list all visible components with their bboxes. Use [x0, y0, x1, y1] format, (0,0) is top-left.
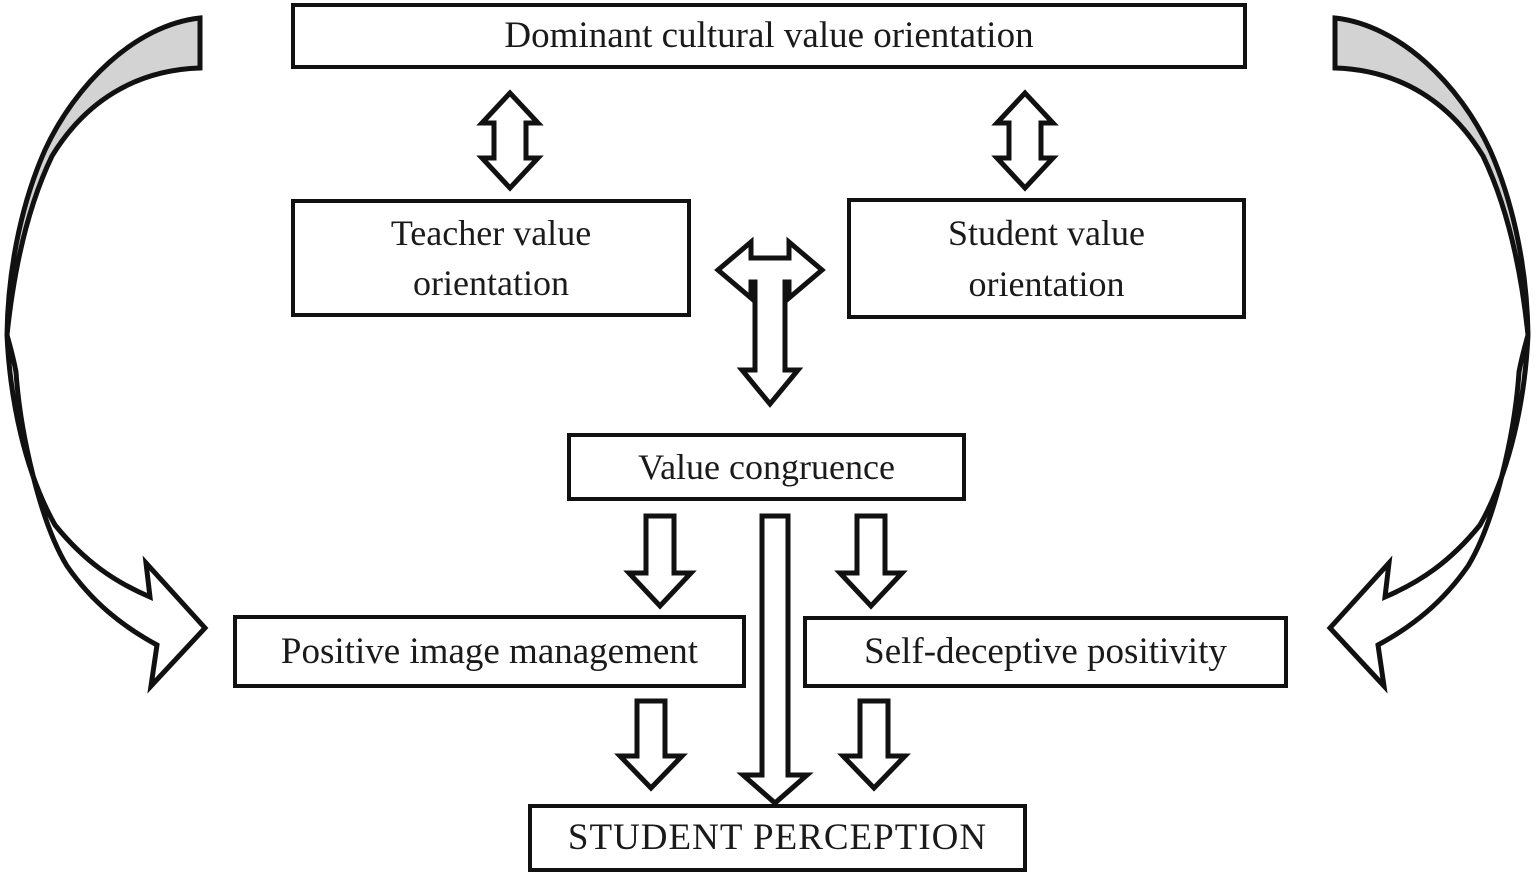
curved-arrow-left — [4, 15, 209, 694]
box-dominant-label: Dominant cultural value orientation — [504, 15, 1034, 57]
arrow-self-deceptive-to-student-perception-icon — [837, 698, 911, 792]
arrow-congruence-to-self-deceptive-icon — [834, 513, 908, 610]
arrow-congruence-to-positive-image-icon — [623, 513, 697, 610]
curved-arrow-left-head-icon — [4, 334, 209, 694]
box-positive-label: Positive image management — [280, 630, 699, 672]
box-perception-label: STUDENT PERCEPTION — [567, 817, 988, 859]
tri-arrow-teacher-student-congruence-icon — [714, 236, 826, 408]
arrow-congruence-to-student-perception-icon — [736, 513, 814, 807]
box-congruence-label: Value congruence — [638, 446, 895, 487]
curved-arrow-right-shaded-icon — [1332, 15, 1531, 336]
curved-arrow-left-shaded-icon — [4, 15, 203, 336]
arrow-positive-image-to-student-perception-icon — [614, 698, 688, 792]
box-teacher-label: Teacher value orientation — [390, 212, 592, 303]
double-arrow-dominant-teacher-icon — [476, 89, 544, 192]
curved-arrow-right-head-icon — [1326, 334, 1531, 694]
curved-arrow-right — [1326, 15, 1531, 694]
box-student-value-orientation: Student value orientation — [847, 198, 1246, 319]
double-arrow-dominant-student-icon — [991, 89, 1059, 192]
box-student-label: Student value orientation — [948, 213, 1145, 304]
box-teacher-value-orientation: Teacher value orientation — [291, 199, 691, 317]
box-self-deceptive-positivity: Self-deceptive positivity — [803, 616, 1288, 688]
box-dominant-cultural-value-orientation: Dominant cultural value orientation — [291, 3, 1247, 69]
box-positive-image-management: Positive image management — [233, 615, 746, 688]
box-selfdec-label: Self-deceptive positivity — [864, 631, 1227, 673]
box-value-congruence: Value congruence — [567, 433, 966, 501]
box-student-perception: STUDENT PERCEPTION — [528, 804, 1027, 872]
